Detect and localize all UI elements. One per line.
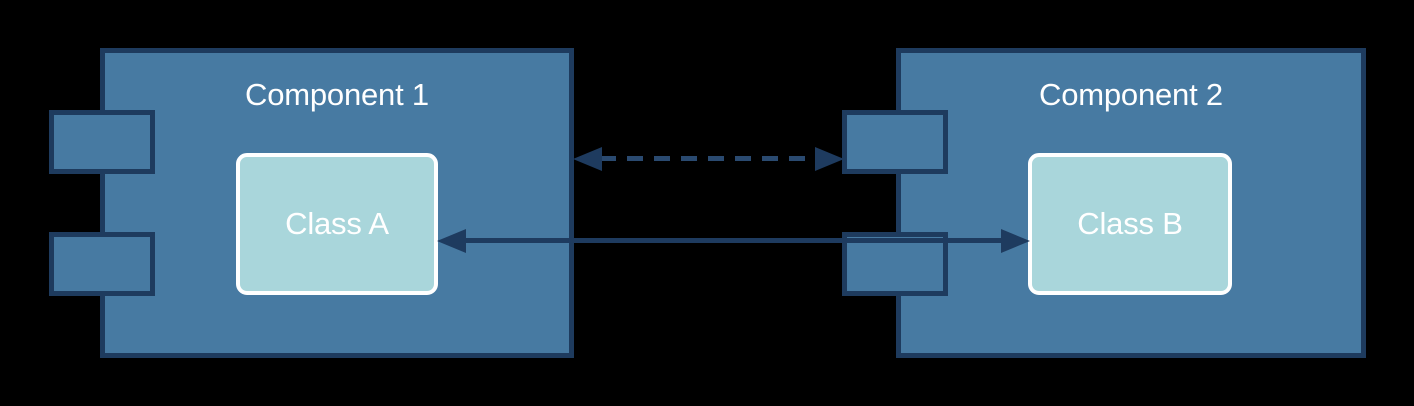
dashed-connector-line xyxy=(600,156,817,161)
arrowhead-right-icon xyxy=(1001,229,1030,253)
class-b-label: Class B xyxy=(1077,206,1183,241)
arrowhead-right-icon xyxy=(815,147,844,171)
component-2-port-top xyxy=(842,110,948,174)
arrowhead-left-icon xyxy=(573,147,602,171)
component-2-title: Component 2 xyxy=(1039,77,1223,112)
component-1-title: Component 1 xyxy=(245,77,429,112)
solid-connector-line xyxy=(464,238,1003,243)
class-a-box: Class A xyxy=(236,153,438,295)
class-b-box: Class B xyxy=(1028,153,1232,295)
arrowhead-left-icon xyxy=(437,229,466,253)
component-1-port-top xyxy=(49,110,155,174)
component-1-port-bottom xyxy=(49,232,155,296)
class-a-label: Class A xyxy=(285,206,389,241)
